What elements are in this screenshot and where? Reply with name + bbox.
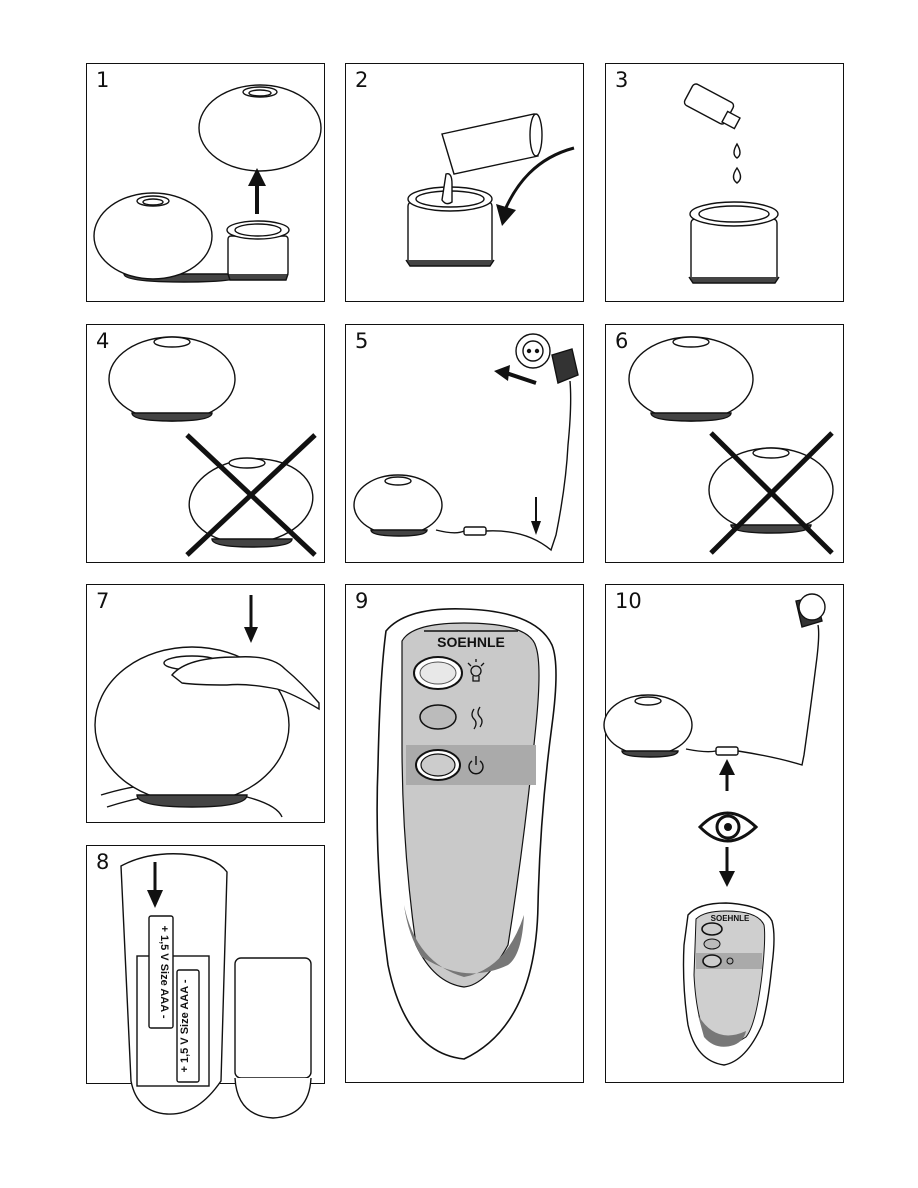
arrow-icon [147, 890, 163, 908]
fill-water-illustration [405, 113, 575, 267]
step-number: 4 [96, 329, 110, 353]
mist-icon [471, 706, 483, 730]
mist-button[interactable] [703, 938, 721, 950]
touch-activation-illustration [94, 595, 320, 818]
arrow-icon [244, 627, 258, 643]
step-4-panel: 4 [86, 324, 325, 563]
arrow-icon [494, 365, 510, 381]
arrow-icon [248, 168, 266, 186]
light-icon [467, 659, 485, 682]
step-number: 5 [355, 329, 369, 353]
step-3-panel: 3 [605, 63, 844, 302]
arrow-icon [531, 521, 541, 535]
remote-control-illustration: SOEHNLE [376, 608, 557, 1060]
add-oil-illustration [683, 83, 780, 284]
step-7-panel: 7 [86, 584, 325, 823]
step-6-panel: 6 [605, 324, 844, 563]
cross-icon [185, 433, 317, 557]
step-number: 3 [615, 68, 629, 92]
brand-logo: SOEHNLE [711, 914, 750, 923]
step-number: 6 [615, 329, 629, 353]
correct-incorrect-placement-illustration [108, 336, 317, 557]
step-number: 8 [96, 850, 110, 874]
battery-label: + 1,5 V Size AAA - [179, 979, 191, 1072]
step-5-panel: 5 [345, 324, 584, 563]
mist-button[interactable] [419, 704, 457, 730]
cross-icon [709, 431, 834, 555]
remote-range-illustration: SOEHNLE [603, 593, 826, 1066]
step-10-panel: 10 SOEHNLE [603, 584, 844, 1083]
step-number: 10 [615, 589, 642, 613]
arrow-icon [496, 204, 516, 226]
battery-label: + 1,5 V Size AAA - [158, 925, 170, 1018]
step-9-panel: 9 SOEHNLE [345, 584, 584, 1083]
step-8-panel: 8 + 1,5 V Size AAA - + 1,5 V Size AAA - [86, 845, 325, 1119]
step-number: 2 [355, 68, 369, 92]
power-icon [726, 957, 734, 965]
light-button[interactable] [701, 922, 723, 936]
do-not-move-illustration [628, 336, 834, 555]
step-1-panel: 1 [86, 63, 325, 302]
power-connection-illustration [353, 333, 579, 552]
step-number: 9 [355, 589, 369, 613]
step-number: 7 [96, 589, 110, 613]
step-2-panel: 2 [345, 63, 584, 302]
diffuser-disassembly-illustration [93, 84, 322, 283]
battery-compartment-illustration: + 1,5 V Size AAA - + 1,5 V Size AAA - [120, 853, 312, 1119]
eye-icon [697, 811, 759, 843]
plug-adapter-icon [551, 348, 579, 384]
power-icon [468, 756, 484, 775]
arrow-icon [719, 759, 735, 775]
power-button[interactable] [420, 753, 456, 777]
step-number: 1 [96, 68, 110, 92]
brand-logo: SOEHNLE [437, 634, 505, 650]
arrow-icon [719, 871, 735, 887]
power-button[interactable] [702, 954, 722, 968]
